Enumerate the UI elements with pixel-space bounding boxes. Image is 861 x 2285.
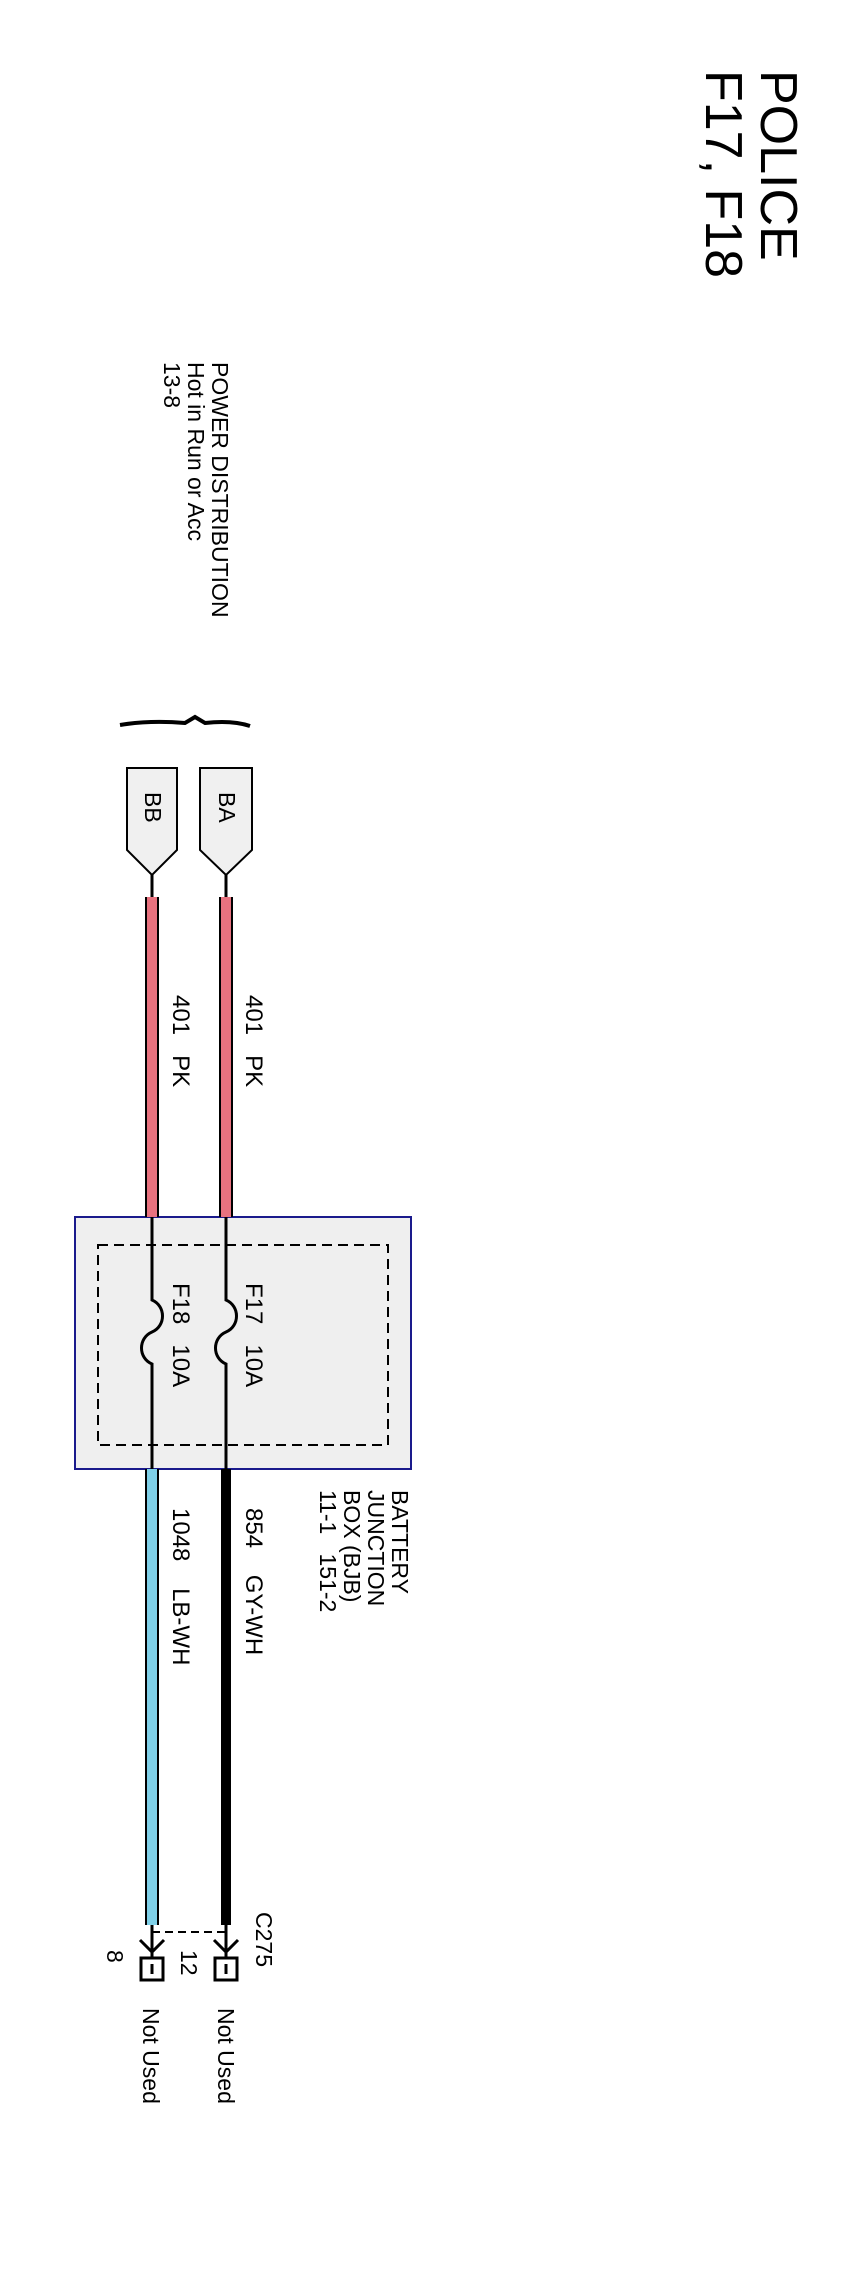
battery-junction-box xyxy=(74,1216,412,1470)
wire-out-b-circuit: 1048 xyxy=(167,1508,194,1562)
power-distribution-line-3: 13-8 xyxy=(158,362,185,409)
power-distribution-line-1: POWER DISTRIBUTION xyxy=(207,362,233,618)
connector-bb-label: BB xyxy=(140,792,166,823)
wire-out-a-circuit: 854 xyxy=(240,1508,267,1549)
bjb-label: BATTERY JUNCTION BOX (BJB) 11-1 151-2 xyxy=(314,1490,413,1613)
pin-12-status: Not Used xyxy=(213,2008,239,2104)
power-bus-brace xyxy=(119,714,251,728)
bjb-line-1: BATTERY xyxy=(387,1490,413,1594)
pin-12-label: 12 xyxy=(176,1950,202,1976)
fuse-f17-symbol xyxy=(214,1217,238,1469)
fuse-f18-rating: 10A xyxy=(167,1344,194,1388)
wire-in-b-circuit: 401 xyxy=(167,995,194,1036)
wire-in-b-label: 401 PK xyxy=(167,995,194,1088)
connector-c275-label: C275 xyxy=(251,1912,277,1967)
fuse-f17-rating: 10A xyxy=(240,1344,267,1388)
pin-8-label: 8 xyxy=(102,1950,128,1963)
bjb-line-3: BOX (BJB) xyxy=(338,1490,365,1603)
wire-out-b-color: LB-WH xyxy=(167,1588,194,1666)
title-line-1: POLICE xyxy=(749,70,807,261)
bjb-line-4: 11-1 151-2 xyxy=(314,1490,341,1613)
fuse-f18-symbol xyxy=(140,1217,164,1469)
fuse-f18-label: F18 10A xyxy=(167,1283,194,1388)
pin-8 xyxy=(138,1925,166,1982)
title-line-2: F17, F18 xyxy=(694,70,753,279)
fuse-f18-name: F18 xyxy=(167,1283,194,1325)
page-title: POLICE F17, F18 xyxy=(694,70,807,279)
connector-ba-label: BA xyxy=(214,792,240,823)
wire-in-a-label: 401 PK xyxy=(240,995,267,1088)
wire-out-a-color: GY-WH xyxy=(240,1574,267,1656)
bjb-line-2: JUNCTION xyxy=(362,1490,389,1607)
pin-8-status: Not Used xyxy=(138,2008,164,2104)
fuse-f17-name: F17 xyxy=(240,1283,267,1325)
fuse-f17-label: F17 10A xyxy=(240,1283,267,1388)
power-distribution-label: POWER DISTRIBUTION Hot in Run or Acc 13-… xyxy=(158,362,233,618)
pin-12 xyxy=(212,1925,240,1982)
wire-in-a-color: PK xyxy=(240,1055,267,1088)
connector-bb xyxy=(126,767,178,877)
wire-out-a-label: 854 GY-WH xyxy=(240,1508,267,1656)
junction-box-inner-dashed xyxy=(97,1244,389,1446)
wire-out-b-label: 1048 LB-WH xyxy=(167,1508,194,1666)
wire-in-a-circuit: 401 xyxy=(240,995,267,1036)
wire-in-b-color: PK xyxy=(167,1055,194,1088)
connector-ba xyxy=(199,767,253,877)
power-distribution-line-2: Hot in Run or Acc xyxy=(182,362,209,541)
